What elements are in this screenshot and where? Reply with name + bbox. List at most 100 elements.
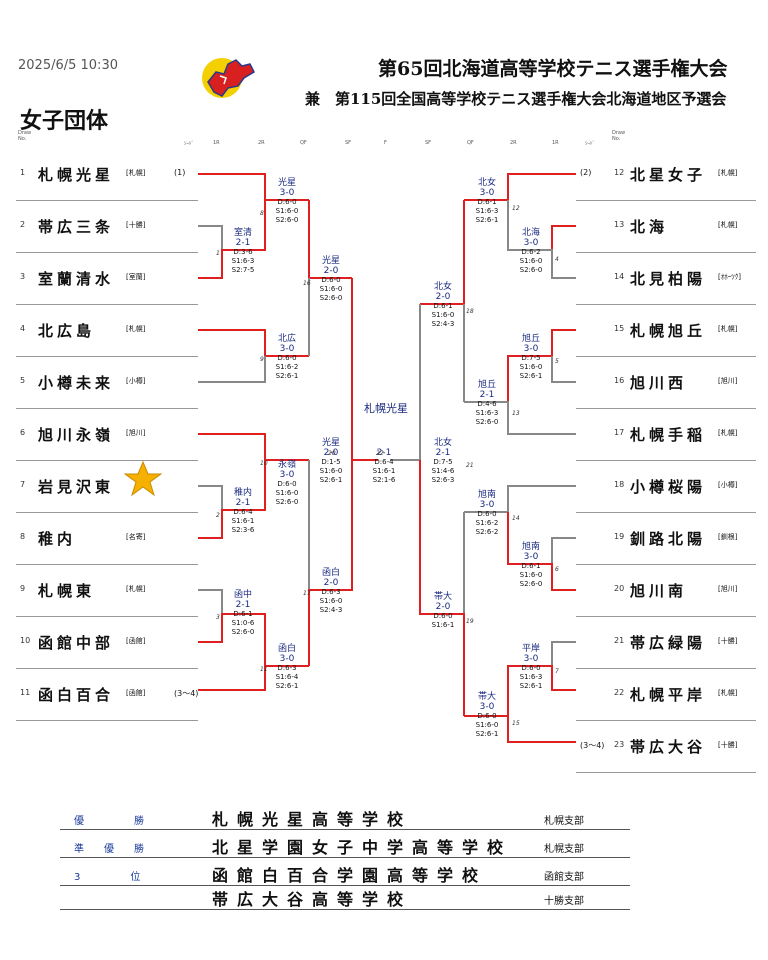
row-divider — [16, 356, 198, 357]
result-branch: 函館支部 — [544, 872, 584, 883]
match-single1: S1:6-1 — [231, 517, 255, 525]
row-divider — [576, 668, 756, 669]
row-divider — [16, 616, 198, 617]
match-single1: S1:6-0 — [519, 257, 543, 265]
team-name: 北海 — [630, 218, 669, 236]
team-region: [ｵﾎｰﾂｸ] — [718, 273, 741, 281]
match-winner: 函白 — [321, 568, 341, 578]
round-label: ｼｰﾄﾞ — [585, 141, 596, 147]
team-name: 函館中部 — [38, 634, 115, 652]
match-result: 2-0 — [435, 602, 451, 612]
round-label: F — [384, 140, 387, 146]
round-label: 2R — [510, 140, 517, 146]
row-divider — [576, 772, 756, 773]
match-single2: S2:6-0 — [275, 216, 299, 224]
draw-number: 15 — [614, 324, 625, 333]
team-name: 旭川永嶺 — [38, 426, 115, 444]
match-winner: 北女 — [433, 282, 453, 292]
match-result: 2-1 — [235, 600, 251, 610]
result-rank: 準 優 勝 — [74, 844, 144, 855]
match-doubles: D:6-1 — [521, 562, 541, 570]
draw-number: 12 — [614, 168, 625, 177]
match-number: 12 — [512, 205, 520, 212]
match-winner: 帯大 — [433, 592, 453, 602]
match-number: 20 — [328, 450, 336, 457]
draw-number: 7 — [20, 480, 26, 489]
draw-number: 3 — [20, 272, 26, 281]
match-result: 3-0 — [479, 500, 495, 510]
match-single1: S1:6-4 — [275, 673, 299, 681]
match-number: 14 — [512, 515, 520, 522]
match-result: 3-0 — [523, 552, 539, 562]
round-label: 1R — [213, 140, 220, 146]
match-single1: S1:6-1 — [372, 467, 396, 475]
draw-number: 21 — [614, 636, 625, 645]
match-doubles: D:6-0 — [433, 612, 453, 620]
match-number: 13 — [512, 410, 520, 417]
row-divider — [16, 668, 198, 669]
match-winner: 北海 — [521, 228, 541, 238]
match-doubles: D:6-2 — [521, 248, 541, 256]
tournament-subtitle: 兼 第115回全国高等学校テニス選手権大会北海道地区予選会 — [305, 90, 727, 108]
draw-number: 17 — [614, 428, 625, 437]
match-winner: 旭丘 — [477, 380, 497, 390]
row-divider — [16, 564, 198, 565]
result-branch: 札幌支部 — [544, 816, 584, 827]
result-school: 函館白百合学園高等学校 — [212, 866, 488, 885]
round-label: SF — [345, 140, 352, 146]
row-divider — [576, 356, 756, 357]
team-name: 帯広大谷 — [630, 738, 707, 756]
match-winner: 旭南 — [477, 490, 497, 500]
row-divider — [576, 460, 756, 461]
match-single1: S1:6-3 — [475, 409, 499, 417]
match-single1: S1:6-0 — [319, 285, 343, 293]
match-winner: 函白 — [277, 644, 297, 654]
draw-number: 23 — [614, 740, 625, 749]
match-single1: S1:6-0 — [275, 489, 299, 497]
hokkaido-logo — [198, 48, 260, 104]
team-region: [室蘭] — [126, 273, 146, 281]
team-region: [小樽] — [718, 481, 738, 489]
team-name: 旭川南 — [630, 582, 688, 600]
match-doubles: D:7-5 — [521, 354, 541, 362]
match-result: 3-0 — [523, 238, 539, 248]
match-result: 2-1 — [235, 238, 251, 248]
team-region: [札幌] — [126, 169, 146, 177]
match-doubles: D:6-0 — [477, 510, 497, 518]
match-single2: S2:6-1 — [475, 730, 499, 738]
match-doubles: D:7-5 — [433, 458, 453, 466]
row-divider — [16, 512, 198, 513]
draw-label-right: Draw No. — [612, 130, 626, 142]
match-doubles: D:6-0 — [277, 354, 297, 362]
team-name: 北広島 — [38, 322, 96, 340]
match-number: 9 — [260, 356, 264, 363]
match-single2: S2:6-0 — [275, 498, 299, 506]
match-single2: S2:4-3 — [431, 320, 455, 328]
draw-label-left: Draw No. — [18, 130, 32, 142]
team-region: [札幌] — [718, 169, 738, 177]
match-result: 2-1 — [435, 448, 451, 458]
team-name: 室蘭清水 — [38, 270, 115, 288]
team-region: [釧根] — [718, 533, 738, 541]
row-divider — [576, 564, 756, 565]
draw-number: 1 — [20, 168, 26, 177]
match-doubles: D:6-1 — [433, 302, 453, 310]
team-name: 札幌手稲 — [630, 426, 707, 444]
row-divider — [16, 252, 198, 253]
